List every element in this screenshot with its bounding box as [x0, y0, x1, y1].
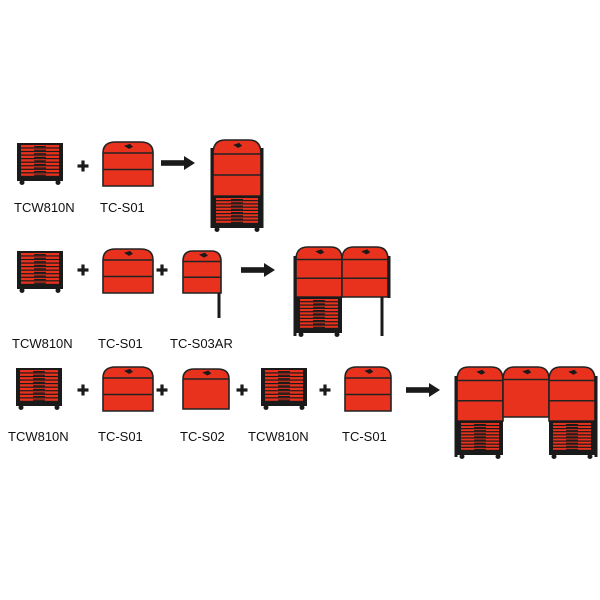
plus-icon	[236, 384, 248, 396]
result-top-cabinet-icon	[212, 139, 262, 197]
plus-icon	[77, 160, 89, 172]
item-label: TCW810N	[248, 429, 309, 444]
support-post	[380, 297, 384, 336]
roller-cabinet-icon	[17, 143, 63, 185]
roller-cabinet-icon	[17, 251, 63, 293]
support-post	[217, 293, 221, 318]
arrow-right-icon	[406, 383, 440, 397]
item-label: TC-S01	[98, 429, 143, 444]
top-cabinet-icon	[182, 368, 230, 410]
result-top-cabinet-icon	[548, 366, 596, 422]
support-post	[387, 256, 391, 298]
item-label: TCW810N	[8, 429, 69, 444]
cabinet-with-leg-icon	[182, 250, 222, 318]
support-post	[260, 148, 264, 228]
support-post	[454, 376, 458, 457]
configuration-row-2: TCW810N TC-S01 TC-S03AR	[12, 246, 391, 351]
item-label: TC-S03AR	[170, 336, 233, 351]
top-cabinet-icon	[182, 250, 222, 294]
configuration-row-3: TCW810N TC-S01 TC-S02 TCW810N TC-S01	[8, 366, 598, 459]
arrow-right-icon	[161, 156, 195, 170]
result-top-cabinet-icon	[295, 246, 343, 298]
roller-cabinet-icon	[261, 368, 307, 410]
top-cabinet-icon	[102, 366, 154, 412]
configuration-row-1: TCW810N TC-S01	[14, 139, 264, 232]
result-corner-icon	[293, 246, 391, 337]
result-top-cabinet-icon	[502, 366, 550, 418]
result-top-cabinet-icon	[341, 246, 389, 298]
plus-icon	[156, 384, 168, 396]
arrow-right-icon	[241, 263, 275, 277]
item-label: TCW810N	[12, 336, 73, 351]
support-post	[594, 376, 598, 457]
item-label: TC-S01	[98, 336, 143, 351]
result-roller-cabinet-icon	[296, 297, 342, 337]
plus-icon	[77, 264, 89, 276]
result-tower-icon	[210, 139, 264, 232]
plus-icon	[156, 264, 168, 276]
result-bridge-icon	[454, 366, 598, 459]
item-label: TC-S01	[342, 429, 387, 444]
result-roller-cabinet-icon	[457, 421, 503, 459]
result-roller-cabinet-icon	[549, 421, 595, 459]
top-cabinet-icon	[102, 141, 154, 187]
result-roller-cabinet-icon	[212, 196, 262, 232]
item-label: TCW810N	[14, 200, 75, 215]
roller-cabinet-icon	[16, 368, 62, 410]
top-cabinet-icon	[344, 366, 392, 412]
result-top-cabinet-icon	[456, 366, 504, 422]
support-post	[210, 148, 214, 228]
plus-icon	[319, 384, 331, 396]
support-post	[293, 256, 297, 336]
item-label: TC-S02	[180, 429, 225, 444]
item-label: TC-S01	[100, 200, 145, 215]
top-cabinet-icon	[102, 248, 154, 294]
plus-icon	[77, 384, 89, 396]
